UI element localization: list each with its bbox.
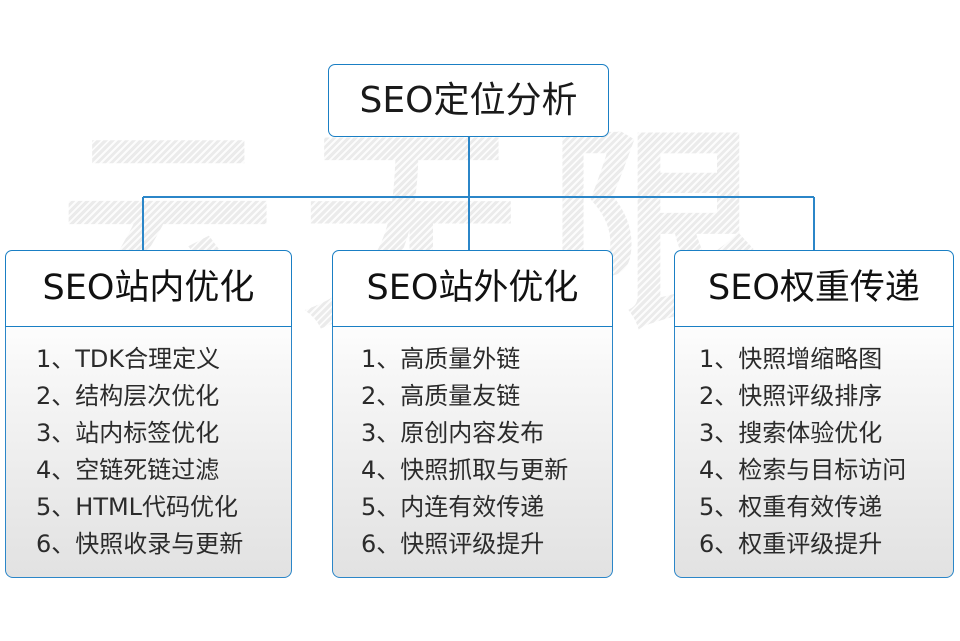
list-item: 6、权重评级提升: [699, 530, 883, 558]
branch-item-list: 1、快照增缩略图 2、快照评级排序 3、搜索体验优化 4、检索与目标访问 5、权…: [675, 341, 953, 563]
branch-item-list: 1、TDK合理定义 2、结构层次优化 3、站内标签优化 4、空链死链过滤 5、H…: [6, 341, 291, 563]
list-item: 5、权重有效传递: [699, 493, 883, 521]
branch-body-weight: 1、快照增缩略图 2、快照评级排序 3、搜索体验优化 4、检索与目标访问 5、权…: [674, 327, 954, 578]
list-item: 4、检索与目标访问: [699, 456, 907, 484]
list-item: 6、快照收录与更新: [36, 530, 244, 558]
branch-card-onsite[interactable]: SEO站内优化 1、TDK合理定义 2、结构层次优化 3、站内标签优化 4、空链…: [5, 250, 292, 578]
list-item: 5、HTML代码优化: [36, 493, 239, 521]
branch-body-offsite: 1、高质量外链 2、高质量友链 3、原创内容发布 4、快照抓取与更新 5、内连有…: [332, 327, 613, 578]
list-item: 3、原创内容发布: [361, 419, 545, 447]
branch-header-weight[interactable]: SEO权重传递: [674, 250, 954, 327]
list-item: 3、搜索体验优化: [699, 419, 883, 447]
branch-card-offsite[interactable]: SEO站外优化 1、高质量外链 2、高质量友链 3、原创内容发布 4、快照抓取与…: [332, 250, 613, 578]
branch-header-offsite[interactable]: SEO站外优化: [332, 250, 613, 327]
branch-card-weight[interactable]: SEO权重传递 1、快照增缩略图 2、快照评级排序 3、搜索体验优化 4、检索与…: [674, 250, 954, 578]
list-item: 3、站内标签优化: [36, 419, 220, 447]
branch-columns: SEO站内优化 1、TDK合理定义 2、结构层次优化 3、站内标签优化 4、空链…: [0, 250, 960, 580]
list-item: 1、快照增缩略图: [699, 345, 883, 373]
branch-body-onsite: 1、TDK合理定义 2、结构层次优化 3、站内标签优化 4、空链死链过滤 5、H…: [5, 327, 292, 578]
list-item: 4、空链死链过滤: [36, 456, 220, 484]
branch-header-label: SEO权重传递: [708, 268, 920, 308]
list-item: 4、快照抓取与更新: [361, 456, 569, 484]
branch-header-label: SEO站内优化: [42, 268, 255, 308]
branch-header-onsite[interactable]: SEO站内优化: [5, 250, 292, 327]
list-item: 6、快照评级提升: [361, 530, 545, 558]
list-item: 5、内连有效传递: [361, 493, 545, 521]
list-item: 1、高质量外链: [361, 345, 521, 373]
root-node-title: SEO定位分析: [359, 79, 578, 121]
branch-item-list: 1、高质量外链 2、高质量友链 3、原创内容发布 4、快照抓取与更新 5、内连有…: [333, 341, 612, 563]
list-item: 2、快照评级排序: [699, 382, 883, 410]
root-node[interactable]: SEO定位分析: [328, 64, 609, 137]
list-item: 1、TDK合理定义: [36, 345, 221, 373]
branch-header-label: SEO站外优化: [366, 268, 579, 308]
list-item: 2、高质量友链: [361, 382, 521, 410]
list-item: 2、结构层次优化: [36, 382, 220, 410]
